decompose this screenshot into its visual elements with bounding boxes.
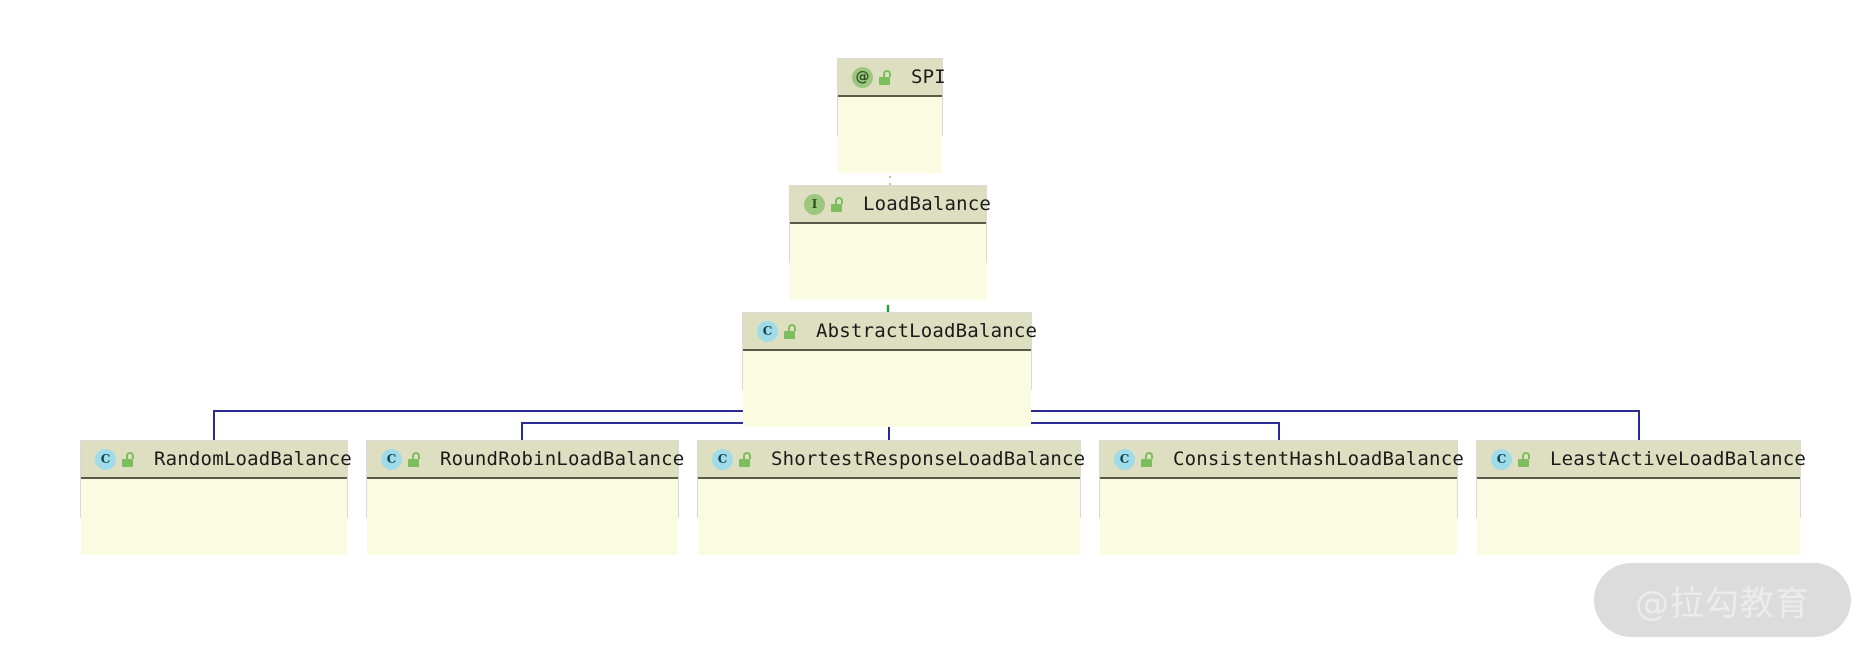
uml-node-members (1100, 479, 1457, 555)
uml-node-members (698, 479, 1080, 555)
unlocked-lock-icon (1518, 451, 1532, 467)
unlocked-lock-icon (784, 323, 798, 339)
uml-node-header: @ SPI (838, 59, 946, 97)
uml-node-header: C AbstractLoadBalance (743, 313, 1037, 351)
unlocked-lock-icon (831, 196, 845, 212)
class-icon: C (712, 448, 733, 470)
unlocked-lock-icon (879, 69, 893, 85)
uml-node-title: ConsistentHashLoadBalance (1173, 448, 1464, 470)
unlocked-lock-icon (122, 451, 136, 467)
uml-node-title: SPI (911, 66, 946, 88)
uml-node-spi[interactable]: @ SPI (837, 58, 946, 173)
uml-node-header: C RandomLoadBalance (81, 441, 352, 479)
uml-node-members (81, 479, 347, 555)
uml-node-title: ShortestResponseLoadBalance (771, 448, 1086, 470)
uml-node-header: C RoundRobinLoadBalance (367, 441, 684, 479)
class-icon: C (757, 320, 778, 342)
annotation-icon: @ (852, 66, 873, 88)
uml-node-shortestresponseloadbalance[interactable]: C ShortestResponseLoadBalance (697, 440, 1085, 555)
edge-random-to-abstract (213, 398, 778, 440)
uml-node-randomloadbalance[interactable]: C RandomLoadBalance (80, 440, 352, 555)
uml-node-title: AbstractLoadBalance (816, 320, 1038, 342)
uml-node-leastactiveloadbalance[interactable]: C LeastActiveLoadBalance (1476, 440, 1806, 555)
uml-node-members (838, 97, 942, 173)
uml-node-abstractloadbalance[interactable]: C AbstractLoadBalance (742, 312, 1037, 427)
uml-node-title: RoundRobinLoadBalance (440, 448, 685, 470)
uml-node-loadbalance[interactable]: I LoadBalance (789, 185, 991, 300)
uml-node-members (743, 351, 1031, 427)
unlocked-lock-icon (408, 451, 422, 467)
uml-node-title: LeastActiveLoadBalance (1550, 448, 1807, 470)
unlocked-lock-icon (1141, 451, 1155, 467)
watermark-text: @拉勾教育 (1635, 583, 1810, 624)
uml-node-title: LoadBalance (863, 193, 992, 215)
unlocked-lock-icon (739, 451, 753, 467)
uml-node-header: C ConsistentHashLoadBalance (1100, 441, 1464, 479)
uml-node-consistenthashloadbalance[interactable]: C ConsistentHashLoadBalance (1099, 440, 1464, 555)
class-icon: C (381, 448, 402, 470)
interface-icon: I (804, 193, 825, 215)
uml-node-roundrobinloadbalance[interactable]: C RoundRobinLoadBalance (366, 440, 684, 555)
edge-leastactive-to-abstract (992, 398, 1640, 440)
class-icon: C (1491, 448, 1512, 470)
uml-node-header: C ShortestResponseLoadBalance (698, 441, 1085, 479)
uml-node-members (1477, 479, 1800, 555)
uml-node-members (367, 479, 678, 555)
watermark: @拉勾教育 (1594, 563, 1851, 637)
uml-node-members (790, 224, 986, 300)
uml-node-header: C LeastActiveLoadBalance (1477, 441, 1806, 479)
uml-node-title: RandomLoadBalance (154, 448, 352, 470)
uml-node-header: I LoadBalance (790, 186, 991, 224)
class-icon: C (95, 448, 116, 470)
class-icon: C (1114, 448, 1135, 470)
